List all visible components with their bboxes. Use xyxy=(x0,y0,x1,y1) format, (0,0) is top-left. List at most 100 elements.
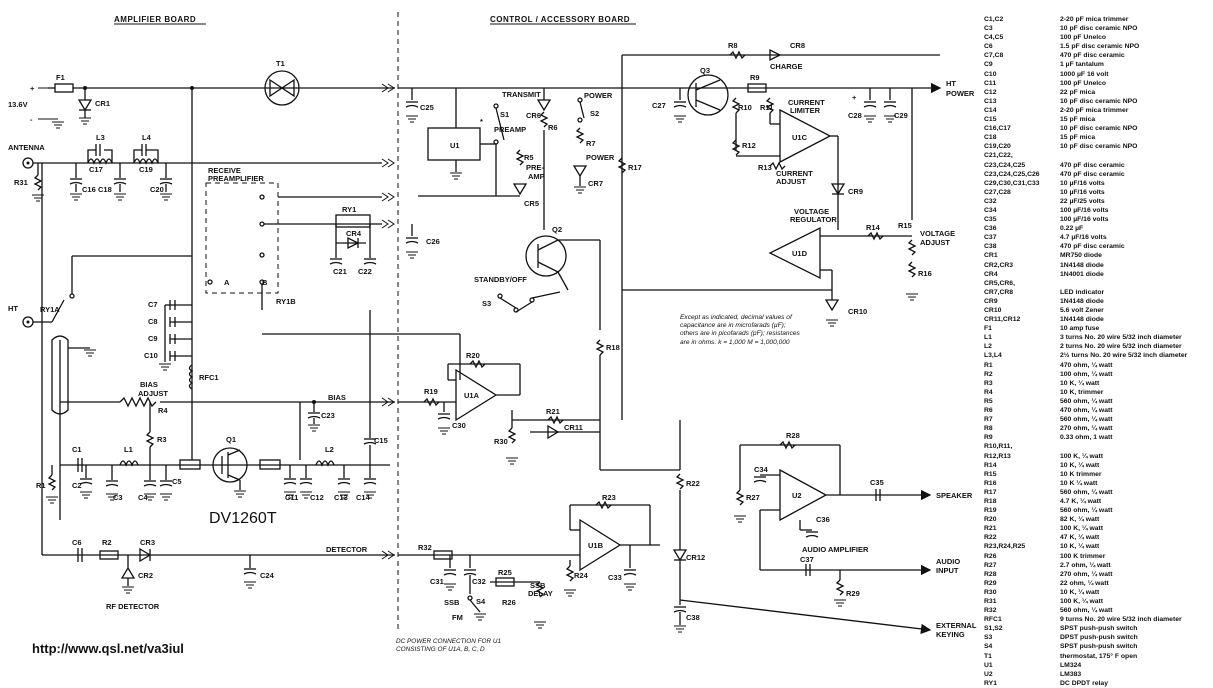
r15-label: R15 xyxy=(898,221,912,230)
part-designator: R14 xyxy=(984,461,997,469)
part-designator: R28 xyxy=(984,570,997,578)
c12-label: C12 xyxy=(310,493,324,502)
part-value: 10 K, ¼ watt xyxy=(1060,588,1100,596)
part-value: 2 turns No. 20 wire 5/32 inch diameter xyxy=(1060,343,1182,351)
part-value: LM324 xyxy=(1060,661,1082,669)
led-cr6 xyxy=(536,99,552,112)
part-value: DPST push-push switch xyxy=(1060,634,1138,642)
pre-amp-2-label: AMP xyxy=(528,172,545,181)
part-value: 0.33 ohm, 1 watt xyxy=(1060,434,1113,442)
l4-label: L4 xyxy=(142,133,152,142)
part-value: 10 amp fuse xyxy=(1060,325,1100,333)
s2-label: S2 xyxy=(590,109,599,118)
ry1a-label: RY1A xyxy=(40,305,60,314)
part-value: 10 K, ¼ watt xyxy=(1060,543,1100,551)
part-designator: C15 xyxy=(984,116,997,124)
voltage-adjust-2-label: ADJUST xyxy=(920,238,950,247)
part-designator: R19 xyxy=(984,507,997,515)
part-value: 560 ohm, ¼ watt xyxy=(1060,488,1113,496)
opamp-u1d xyxy=(768,226,821,280)
r5-label: R5 xyxy=(524,153,534,162)
cr10-label: CR10 xyxy=(848,307,867,316)
part-designator: C23,C24,C25,C26 xyxy=(984,170,1040,178)
part-designator: C36 xyxy=(984,225,997,233)
c18-label: C18 xyxy=(98,185,112,194)
plus-label: + xyxy=(30,84,35,93)
part-value: 2½ turns No. 20 wire 5/32 inch diameter xyxy=(1060,352,1188,360)
part-value: 270 ohm, ¼ watt xyxy=(1060,570,1113,578)
s4-label: S4 xyxy=(476,597,486,606)
part-value: DC DPDT relay xyxy=(1060,679,1108,687)
c5-label: C5 xyxy=(172,477,182,486)
part-designator: CR10 xyxy=(984,307,1002,314)
inductor-l3 xyxy=(87,158,113,165)
ssb-delay-1-label: SSB xyxy=(530,581,546,590)
rf-detector-label: RF DETECTOR xyxy=(106,602,160,611)
cr12-label: CR12 xyxy=(686,553,705,562)
part-designator: C13 xyxy=(984,97,997,105)
part-designator: R16 xyxy=(984,479,997,487)
led-cr7 xyxy=(572,165,588,178)
opamp-u1b xyxy=(579,518,622,572)
c27-label: C27 xyxy=(652,101,666,110)
part-value: 47 K, ¼ watt xyxy=(1060,534,1100,542)
resistor-r3 xyxy=(145,431,155,448)
l3-label: L3 xyxy=(96,133,105,142)
c23-label: C23 xyxy=(321,411,335,420)
current-adjust-2-label: ADJUST xyxy=(776,177,806,186)
transistor-q3 xyxy=(687,74,729,116)
part-designator: R7 xyxy=(984,416,993,424)
diode-cr9 xyxy=(830,183,846,196)
power-led-label: POWER xyxy=(586,153,615,162)
plus-label: + xyxy=(852,93,857,102)
preamp-label: PREAMP xyxy=(494,125,526,134)
external-keying-1-label: EXTERNAL xyxy=(936,621,977,630)
part-designator: C4,C5 xyxy=(984,34,1004,42)
c10-label: C10 xyxy=(144,351,158,360)
voltage-regulator-2-label: REGULATOR xyxy=(790,215,837,224)
part-value: 10 µF/16 volts xyxy=(1060,179,1105,187)
part-designator: R4 xyxy=(984,388,993,396)
c22-label: C22 xyxy=(358,267,372,276)
part-value: 10 pF disc ceramic NPO xyxy=(1060,25,1138,33)
part-designator: R31 xyxy=(984,598,997,605)
current-limiter-1-label: CURRENT xyxy=(788,98,825,107)
diode-cr3 xyxy=(139,547,152,563)
u1-label: U1 xyxy=(450,141,460,150)
c34-label: C34 xyxy=(754,465,769,474)
part-designator: C3 xyxy=(984,25,993,33)
r13-label: R13 xyxy=(758,163,772,172)
voltage-regulator-1-label: VOLTAGE xyxy=(794,207,829,216)
part-designator: CR7,CR8 xyxy=(984,288,1014,296)
part-designator: C18 xyxy=(984,134,997,142)
part-value: 100 K, ¼ watt xyxy=(1060,525,1104,533)
amplifier-board-title: AMPLIFIER BOARD xyxy=(114,15,196,24)
part-value: 4.7 K, ¼ watt xyxy=(1060,497,1102,505)
part-designator: C38 xyxy=(984,243,997,251)
part-designator: U1 xyxy=(984,661,993,669)
bias-adjust-1-label: BIAS xyxy=(140,380,158,389)
part-designator: T1 xyxy=(984,652,992,660)
parts-list-row: C3 10 pF disc ceramic NPO xyxy=(984,24,1210,33)
c36-label: C36 xyxy=(816,515,830,524)
r6-label: R6 xyxy=(548,123,558,132)
parts-list-row: CR5,CR6, xyxy=(984,279,1210,288)
c8-label: C8 xyxy=(148,317,158,326)
part-value: SPST push-push switch xyxy=(1060,625,1138,633)
